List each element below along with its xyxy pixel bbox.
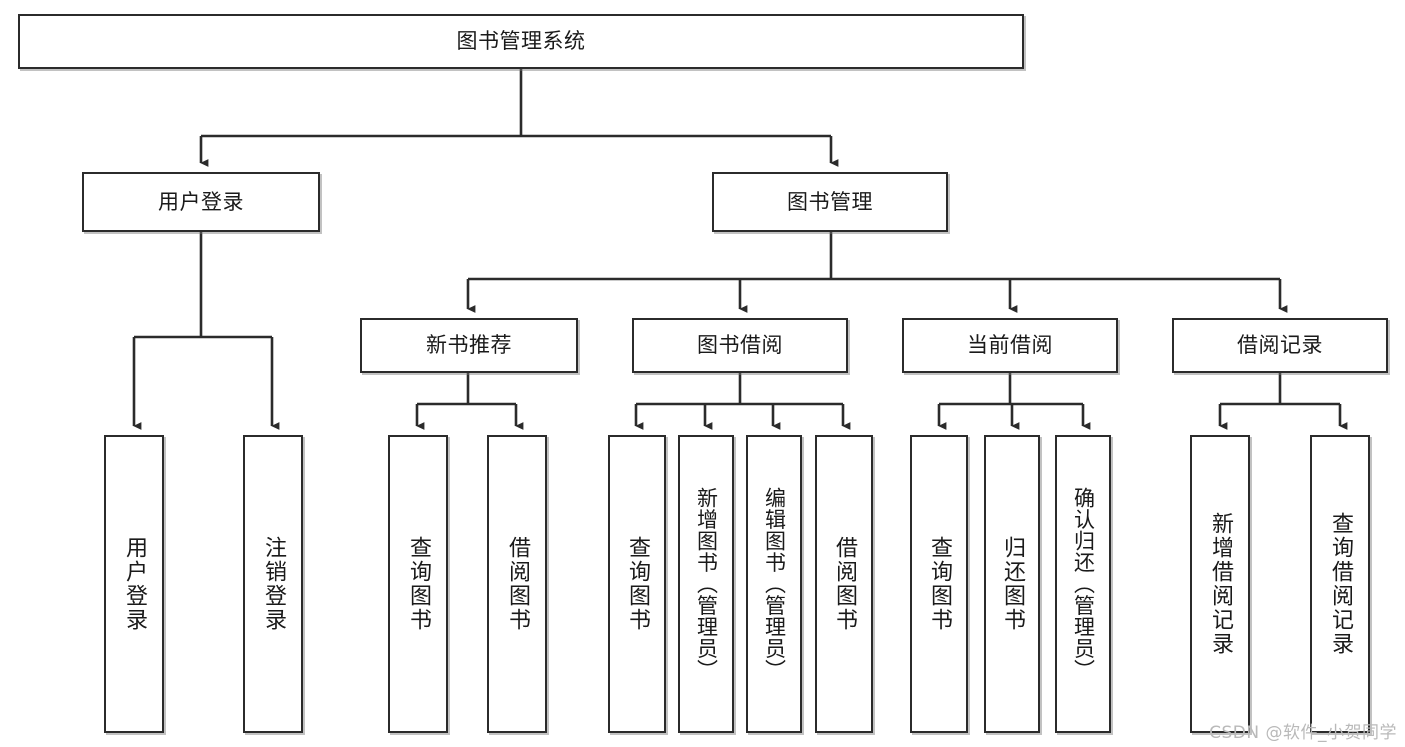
node-leaf-query-book-b-label: 查询图书 [625, 536, 650, 632]
node-leaf-query-book-rec-label: 查询图书 [406, 536, 431, 632]
node-book-borrow[interactable]: 图书借阅 [632, 318, 848, 373]
node-root[interactable]: 图书管理系统 [18, 14, 1024, 69]
node-leaf-logout[interactable]: 注销登录 [243, 435, 303, 733]
node-leaf-add-record[interactable]: 新增借阅记录 [1190, 435, 1250, 733]
node-leaf-borrow-book-b[interactable]: 借阅图书 [815, 435, 873, 733]
node-current-borrow[interactable]: 当前借阅 [902, 318, 1118, 373]
node-leaf-user-login[interactable]: 用户登录 [104, 435, 164, 733]
node-leaf-confirm-return-label: 确认归还（管理员） [1071, 487, 1096, 681]
node-leaf-return-book-label: 归还图书 [1000, 536, 1025, 632]
node-book-borrow-label: 图书借阅 [697, 333, 783, 358]
node-borrow-record[interactable]: 借阅记录 [1172, 318, 1388, 373]
node-leaf-add-book[interactable]: 新增图书（管理员） [678, 435, 734, 733]
node-leaf-add-book-label: 新增图书（管理员） [694, 487, 719, 681]
node-leaf-return-book[interactable]: 归还图书 [984, 435, 1040, 733]
watermark: CSDN @软件_小贺同学 [1209, 723, 1397, 743]
node-leaf-user-login-label: 用户登录 [122, 536, 147, 632]
node-new-book-rec-label: 新书推荐 [426, 333, 512, 358]
node-current-borrow-label: 当前借阅 [967, 333, 1053, 358]
node-leaf-query-book-c-label: 查询图书 [927, 536, 952, 632]
node-user-login[interactable]: 用户登录 [82, 172, 320, 232]
node-book-manage[interactable]: 图书管理 [712, 172, 948, 232]
node-leaf-borrow-book-rec[interactable]: 借阅图书 [487, 435, 547, 733]
node-leaf-edit-book[interactable]: 编辑图书（管理员） [746, 435, 802, 733]
node-leaf-query-record[interactable]: 查询借阅记录 [1310, 435, 1370, 733]
node-root-label: 图书管理系统 [456, 29, 586, 54]
node-leaf-borrow-book-b-label: 借阅图书 [832, 536, 857, 632]
node-new-book-rec[interactable]: 新书推荐 [360, 318, 578, 373]
node-leaf-query-record-label: 查询借阅记录 [1328, 512, 1353, 656]
node-leaf-logout-label: 注销登录 [261, 536, 286, 632]
node-leaf-edit-book-label: 编辑图书（管理员） [762, 487, 787, 681]
node-leaf-query-book-c[interactable]: 查询图书 [910, 435, 968, 733]
node-book-manage-label: 图书管理 [787, 189, 873, 214]
node-borrow-record-label: 借阅记录 [1237, 333, 1323, 358]
node-leaf-confirm-return[interactable]: 确认归还（管理员） [1055, 435, 1111, 733]
node-leaf-query-book-b[interactable]: 查询图书 [608, 435, 666, 733]
node-leaf-borrow-book-rec-label: 借阅图书 [505, 536, 530, 632]
node-leaf-query-book-rec[interactable]: 查询图书 [388, 435, 448, 733]
node-user-login-label: 用户登录 [158, 189, 244, 214]
node-leaf-add-record-label: 新增借阅记录 [1208, 512, 1233, 656]
